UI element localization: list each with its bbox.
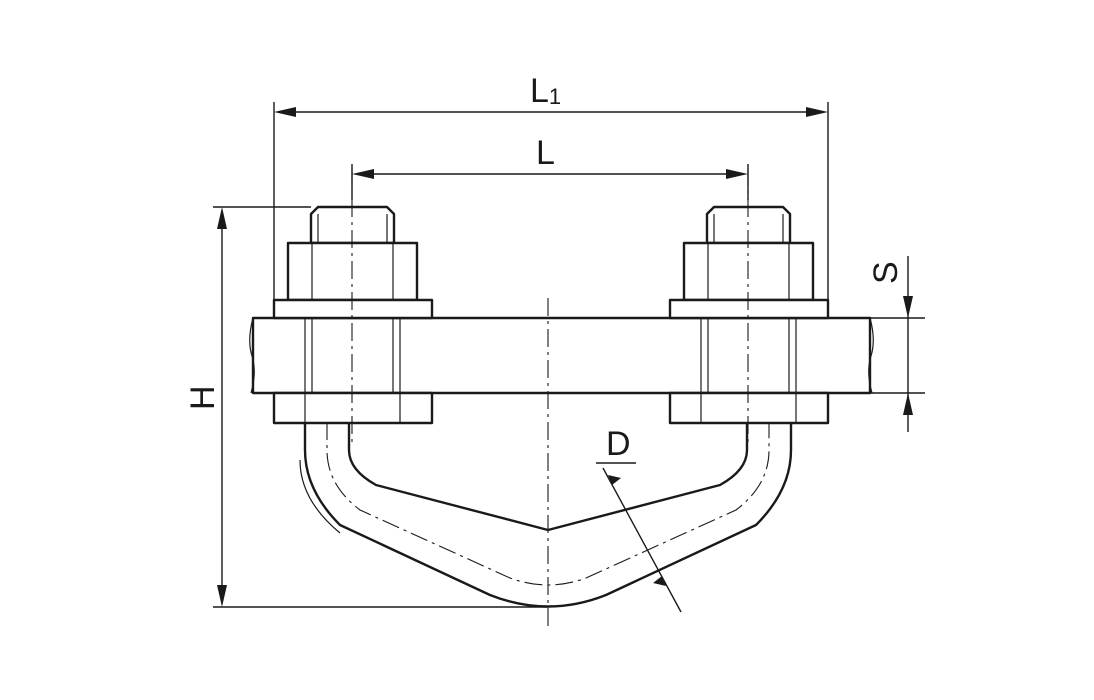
dimension-h: H <box>184 206 548 608</box>
u-bolt-body <box>299 420 793 608</box>
clamp-plate <box>249 316 874 395</box>
left-bolt <box>272 205 434 425</box>
label-d: D <box>606 425 631 463</box>
label-s: S <box>867 261 905 284</box>
dimension-s: S <box>867 256 925 432</box>
label-h: H <box>184 385 222 410</box>
dimension-l1: L1 <box>273 72 829 300</box>
dimension-l: L <box>351 134 749 200</box>
right-bolt <box>668 205 830 425</box>
label-l: L <box>536 134 555 172</box>
label-l1: L1 <box>530 72 561 110</box>
dimension-d: D <box>596 425 682 613</box>
